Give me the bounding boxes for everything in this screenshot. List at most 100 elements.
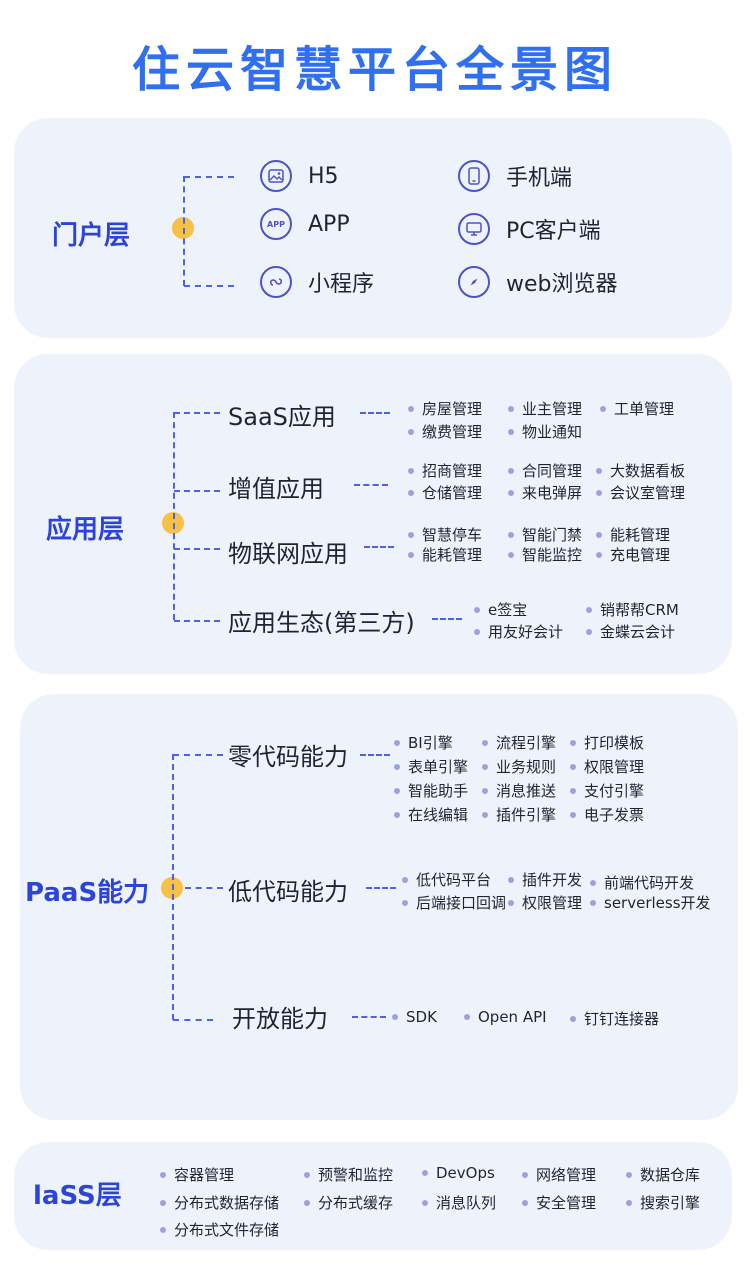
app-item: 能耗管理 bbox=[408, 544, 482, 565]
app-item: 招商管理 bbox=[408, 460, 482, 481]
app-item: 销帮帮CRM bbox=[586, 599, 679, 620]
app-item: 智慧停车 bbox=[408, 524, 482, 545]
app-item: 会议室管理 bbox=[596, 482, 685, 503]
open-items-connector bbox=[352, 1016, 386, 1018]
app-item: 充电管理 bbox=[596, 544, 670, 565]
paas-item: 在线编辑 bbox=[394, 804, 468, 825]
paas-item: 流程引擎 bbox=[482, 732, 556, 753]
iaas-item: DevOps bbox=[422, 1164, 495, 1182]
paas-item: Open API bbox=[464, 1008, 547, 1026]
application-connector-vertical bbox=[173, 412, 175, 620]
portal-layer-panel bbox=[14, 118, 732, 338]
app-item: e签宝 bbox=[474, 599, 527, 620]
iaas-item: 数据仓库 bbox=[626, 1164, 700, 1185]
app-connector-ecosystem bbox=[174, 620, 220, 622]
portal-item-label: H5 bbox=[308, 163, 339, 189]
page-title: 住云智慧平台全景图 bbox=[131, 42, 618, 98]
paas-item: 业务规则 bbox=[482, 756, 556, 777]
paas-item: 前端代码开发 bbox=[590, 872, 694, 893]
phone-icon bbox=[458, 160, 490, 192]
app-item: 业主管理 bbox=[508, 398, 582, 419]
iaas-item: 搜索引擎 bbox=[626, 1192, 700, 1213]
portal-item-h5: H5 bbox=[260, 160, 339, 192]
mini-program-icon bbox=[260, 266, 292, 298]
app-item: 用友好会计 bbox=[474, 621, 563, 642]
paas-item: 权限管理 bbox=[508, 892, 582, 913]
paas-item: 插件开发 bbox=[508, 869, 582, 890]
portal-item-label: 小程序 bbox=[308, 272, 375, 297]
portal-connector-bottom bbox=[184, 285, 234, 287]
portal-item-pc: PC客户端 bbox=[458, 213, 601, 245]
category-zero-code: 零代码能力 bbox=[228, 743, 348, 771]
paas-item: 低代码平台 bbox=[402, 869, 491, 890]
app-item: 合同管理 bbox=[508, 460, 582, 481]
category-iot: 物联网应用 bbox=[228, 540, 348, 568]
portal-item-mini-program: 小程序 bbox=[260, 266, 374, 298]
paas-item: 支付引擎 bbox=[570, 780, 644, 801]
paas-item: 插件引擎 bbox=[482, 804, 556, 825]
iaas-item: 分布式数据存储 bbox=[160, 1192, 279, 1213]
portal-connector-vertical bbox=[183, 176, 185, 286]
iot-items-connector bbox=[364, 546, 394, 548]
image-icon bbox=[260, 160, 292, 192]
iaas-item: 容器管理 bbox=[160, 1164, 234, 1185]
paas-item: 权限管理 bbox=[570, 756, 644, 777]
iaas-item: 消息队列 bbox=[422, 1192, 496, 1213]
paas-connector-open bbox=[173, 1019, 213, 1021]
category-value-added: 增值应用 bbox=[228, 475, 324, 503]
iaas-item: 分布式文件存储 bbox=[160, 1219, 279, 1240]
app-connector-iot bbox=[174, 548, 220, 550]
paas-layer-label: PaaS能力 bbox=[25, 878, 150, 908]
iaas-item: 网络管理 bbox=[522, 1164, 596, 1185]
iaas-item: 分布式缓存 bbox=[304, 1192, 393, 1213]
portal-item-label: 手机端 bbox=[506, 166, 573, 191]
paas-item: 电子发票 bbox=[570, 804, 644, 825]
paas-item: 智能助手 bbox=[394, 780, 468, 801]
paas-item: 消息推送 bbox=[482, 780, 556, 801]
paas-item: serverless开发 bbox=[590, 892, 711, 913]
compass-icon bbox=[458, 266, 490, 298]
app-connector-saas bbox=[174, 412, 220, 414]
portal-item-phone: 手机端 bbox=[458, 160, 572, 192]
monitor-icon bbox=[458, 213, 490, 245]
value-added-items-connector bbox=[354, 484, 388, 486]
category-low-code: 低代码能力 bbox=[228, 878, 348, 906]
portal-item-app: APP APP bbox=[260, 208, 350, 240]
app-item: 房屋管理 bbox=[408, 398, 482, 419]
app-item: 来电弹屏 bbox=[508, 482, 582, 503]
iaas-layer-label: laSS层 bbox=[33, 1181, 122, 1211]
app-item: 智能监控 bbox=[508, 544, 582, 565]
paas-item: 表单引擎 bbox=[394, 756, 468, 777]
low-code-items-connector bbox=[366, 887, 396, 889]
app-item: 仓储管理 bbox=[408, 482, 482, 503]
paas-connector-zero-code bbox=[173, 754, 223, 756]
app-item: 能耗管理 bbox=[596, 524, 670, 545]
app-item: 缴费管理 bbox=[408, 421, 482, 442]
paas-item: BI引擎 bbox=[394, 732, 453, 753]
iaas-item: 预警和监控 bbox=[304, 1164, 393, 1185]
paas-item: 打印模板 bbox=[570, 732, 644, 753]
app-item: 工单管理 bbox=[600, 398, 674, 419]
portal-item-label: PC客户端 bbox=[506, 219, 601, 244]
portal-item-label: APP bbox=[308, 211, 350, 237]
app-item: 大数据看板 bbox=[596, 460, 685, 481]
paas-item: 钉钉连接器 bbox=[570, 1008, 659, 1029]
category-ecosystem: 应用生态(第三方) bbox=[228, 609, 415, 637]
zero-code-items-connector bbox=[360, 754, 390, 756]
portal-connector-top bbox=[184, 176, 234, 178]
category-open: 开放能力 bbox=[232, 1005, 328, 1033]
app-item: 物业通知 bbox=[508, 421, 582, 442]
ecosystem-items-connector bbox=[432, 618, 462, 620]
paas-item: SDK bbox=[392, 1008, 437, 1026]
paas-connector-vertical bbox=[172, 754, 174, 1020]
paas-connector-low-code bbox=[185, 887, 223, 889]
saas-items-connector bbox=[360, 412, 390, 414]
iaas-item: 安全管理 bbox=[522, 1192, 596, 1213]
app-item: 智能门禁 bbox=[508, 524, 582, 545]
portal-item-label: web浏览器 bbox=[506, 272, 618, 297]
app-item: 金蝶云会计 bbox=[586, 621, 675, 642]
paas-item: 后端接口回调 bbox=[402, 892, 506, 913]
portal-layer-label: 门户层 bbox=[52, 221, 131, 251]
portal-item-web: web浏览器 bbox=[458, 266, 618, 298]
application-layer-label: 应用层 bbox=[46, 515, 125, 545]
